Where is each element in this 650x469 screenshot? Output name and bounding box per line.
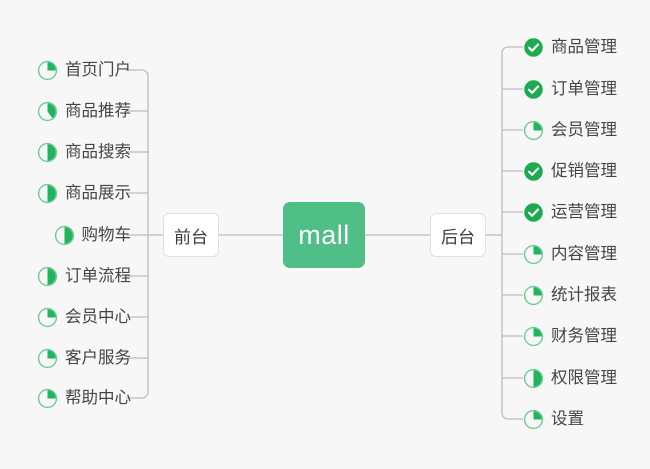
pie-icon	[523, 326, 544, 346]
frontend-leaf-item-label: 订单流程	[65, 267, 131, 285]
branch-node-backend-label: 后台	[441, 227, 475, 247]
pie-icon	[37, 348, 58, 368]
branch-node-frontend[interactable]: 前台	[163, 213, 219, 257]
frontend-leaf-item[interactable]: 商品展示	[37, 180, 131, 206]
pie-icon	[523, 285, 544, 305]
frontend-leaf-item[interactable]: 商品搜索	[37, 139, 131, 165]
frontend-leaf-item-label: 帮助中心	[65, 389, 131, 407]
backend-leaf-item[interactable]: 权限管理	[523, 365, 617, 391]
backend-leaf-item[interactable]: 会员管理	[523, 117, 617, 143]
pie-icon	[37, 183, 58, 203]
check-circle-icon	[524, 79, 543, 99]
root-node-label: mall	[298, 219, 350, 250]
pie-icon	[37, 307, 58, 327]
backend-leaf-item[interactable]: 统计报表	[523, 282, 617, 308]
frontend-leaf-item[interactable]: 订单流程	[37, 263, 131, 289]
pie-icon	[37, 388, 58, 408]
backend-leaf-item[interactable]: 内容管理	[523, 241, 617, 267]
pie-icon	[523, 120, 544, 140]
backend-leaf-item[interactable]: 设置	[523, 406, 584, 432]
backend-leaf-item[interactable]: 商品管理	[523, 34, 617, 60]
branch-node-backend[interactable]: 后台	[430, 213, 486, 257]
pie-icon	[54, 225, 74, 245]
pie-icon	[523, 409, 544, 429]
backend-leaf-item-label: 运营管理	[551, 203, 617, 221]
frontend-leaf-item[interactable]: 商品推荐	[37, 98, 131, 124]
backend-leaf-item[interactable]: 财务管理	[523, 323, 617, 349]
pie-icon	[523, 244, 544, 264]
check-circle-icon	[524, 161, 543, 181]
frontend-leaf-item-label: 商品搜索	[65, 143, 131, 161]
backend-leaf-item[interactable]: 订单管理	[523, 76, 617, 102]
backend-leaf-item-label: 统计报表	[551, 286, 617, 304]
frontend-leaf-item[interactable]: 首页门户	[37, 57, 131, 83]
root-node-mall[interactable]: mall	[283, 202, 365, 268]
backend-leaf-item-label: 权限管理	[551, 369, 617, 387]
check-circle-icon	[524, 37, 543, 57]
backend-leaf-item-label: 设置	[551, 410, 584, 428]
backend-leaf-item-label: 商品管理	[551, 38, 617, 56]
check-circle-icon	[524, 202, 543, 222]
backend-leaf-item-label: 会员管理	[551, 121, 617, 139]
frontend-leaf-item-label: 会员中心	[65, 308, 131, 326]
backend-leaf-item-label: 财务管理	[551, 327, 617, 345]
frontend-leaf-item-label: 客户服务	[65, 349, 131, 367]
pie-icon	[37, 101, 58, 121]
pie-icon	[37, 266, 58, 286]
frontend-leaf-item-label: 购物车	[81, 226, 132, 244]
frontend-leaf-item-label: 商品展示	[65, 184, 131, 202]
frontend-leaf-item[interactable]: 购物车	[54, 222, 132, 248]
frontend-leaf-item-label: 商品推荐	[65, 102, 131, 120]
pie-icon	[523, 368, 544, 388]
branch-node-frontend-label: 前台	[174, 227, 208, 247]
backend-leaf-item-label: 订单管理	[551, 80, 617, 98]
frontend-leaf-item-label: 首页门户	[65, 61, 131, 79]
backend-leaf-item-label: 促销管理	[551, 162, 617, 180]
frontend-leaf-item[interactable]: 会员中心	[37, 304, 131, 330]
pie-icon	[37, 142, 58, 162]
backend-leaf-item[interactable]: 运营管理	[523, 199, 617, 225]
frontend-leaf-item[interactable]: 客户服务	[37, 345, 131, 371]
frontend-leaf-item[interactable]: 帮助中心	[37, 385, 131, 411]
backend-leaf-item-label: 内容管理	[551, 245, 617, 263]
pie-icon	[37, 60, 58, 80]
backend-leaf-item[interactable]: 促销管理	[523, 158, 617, 184]
